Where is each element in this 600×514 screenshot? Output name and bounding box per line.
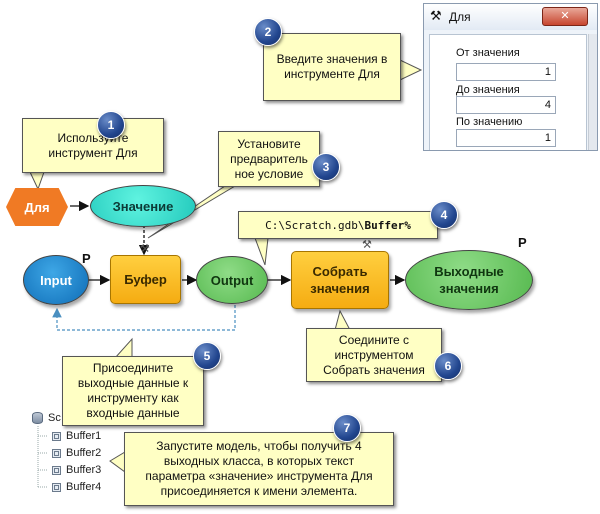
callout-6: Соедините с инструментом Собрать значени… xyxy=(306,328,442,382)
input-node[interactable]: Input xyxy=(23,255,89,305)
callout-4-path: C:\Scratch.gdb\ xyxy=(265,218,365,232)
callout-7: Запустите модель, чтобы получить 4 выход… xyxy=(124,432,394,506)
callout-1-text: Используйте инструмент Для xyxy=(48,131,137,161)
dialog-titlebar: ⚒ Для ✕ xyxy=(424,4,597,30)
value-node[interactable]: Значение xyxy=(90,185,196,227)
buffer-tool-node[interactable]: Буфер xyxy=(110,255,181,304)
collect-values-tool-node[interactable]: Собрать значения xyxy=(291,251,389,309)
tree-item[interactable]: Buffer3 xyxy=(52,463,101,477)
step-badge-4: 4 xyxy=(430,201,458,229)
callout-4-text: C:\Scratch.gdb\Buffer% xyxy=(265,218,411,233)
feature-class-icon xyxy=(52,448,61,458)
callout-2: Введите значения в инструменте Для xyxy=(263,33,401,101)
tree-item[interactable]: Buffer4 xyxy=(52,480,101,494)
value-label: Значение xyxy=(112,198,174,214)
callout-5: Присоедините выходные данные к инструмен… xyxy=(62,356,204,426)
tree-item-label: Buffer2 xyxy=(66,447,102,459)
tree-item-label: Buffer3 xyxy=(66,464,102,476)
tree-root-label: Sc xyxy=(48,412,61,424)
callout-7-line: параметра «значение» инструмента Для xyxy=(145,469,373,483)
callout-6-line: Собрать значения xyxy=(323,362,425,377)
input-p-marker: P xyxy=(82,251,91,266)
param-input-from[interactable] xyxy=(456,63,556,81)
callout-6-line: инструментом xyxy=(334,347,414,362)
dialog-scrollbar[interactable] xyxy=(588,34,597,150)
feature-class-icon xyxy=(52,465,61,475)
callout-1: Используйте инструмент Для xyxy=(22,118,164,173)
for-tool-label: Для xyxy=(24,199,50,215)
callout-7-text: Запустите модель, чтобы получить 4 выход… xyxy=(145,439,372,499)
param-input-by[interactable] xyxy=(456,129,556,147)
callout-5-line: Присоедините xyxy=(92,361,174,375)
callout-3-line: ное условие xyxy=(234,166,304,181)
feature-class-icon xyxy=(52,482,61,492)
for-tool-dialog: ⚒ Для ✕ От значения До значения По значе… xyxy=(423,3,598,151)
collect-hammer-icon: ⚒ xyxy=(362,239,372,251)
close-button[interactable]: ✕ xyxy=(542,7,588,26)
output-values-label: Выходные значения xyxy=(434,264,504,296)
callout-7-line: выходных класса, в которых текст xyxy=(163,454,355,468)
callout-3-line: Установите xyxy=(237,136,301,151)
buffer-hammer-icon: ⚒ xyxy=(140,243,150,255)
hammer-icon: ⚒ xyxy=(430,8,442,23)
callout-2-line: Введите значения в xyxy=(276,52,388,66)
dialog-title: Для xyxy=(449,10,471,24)
callout-5-line: инструменту как xyxy=(87,391,179,405)
callout-4-pointer xyxy=(254,237,269,266)
callout-6-text: Соедините с инструментом Собрать значени… xyxy=(323,333,425,378)
param-label-to: До значения xyxy=(456,84,520,96)
close-icon: ✕ xyxy=(560,10,570,22)
feature-class-icon xyxy=(52,431,61,441)
callout-6-line: Соедините с xyxy=(338,332,410,347)
callout-4-path-bold: Buffer% xyxy=(364,218,411,232)
collect-values-label: Собрать значения xyxy=(310,264,370,296)
callout-4: C:\Scratch.gdb\Buffer% xyxy=(238,211,438,239)
callout-1-line: Используйте xyxy=(57,130,129,145)
step-badge-3: 3 xyxy=(312,153,340,181)
step-badge-1: 1 xyxy=(97,111,125,139)
output-values-p-marker: P xyxy=(518,235,527,250)
input-label: Input xyxy=(40,272,72,288)
output-label: Output xyxy=(210,272,254,288)
callout-3-text: Установите предваритель ное условие xyxy=(230,137,308,182)
step-badge-2: 2 xyxy=(254,18,282,46)
step-badge-6: 6 xyxy=(434,352,462,380)
tree-item[interactable]: Buffer2 xyxy=(52,446,101,460)
param-label-by: По значению xyxy=(456,116,523,128)
step-badge-7: 7 xyxy=(333,414,361,442)
for-tool-node[interactable]: Для xyxy=(6,188,68,226)
geodatabase-icon xyxy=(32,412,43,424)
callout-2-pointer xyxy=(399,59,423,81)
tree-root[interactable]: Sc xyxy=(48,411,61,425)
callout-7-line: Запустите модель, чтобы получить 4 xyxy=(156,439,362,453)
callout-2-text: Введите значения в инструменте Для xyxy=(277,52,388,82)
callout-1-pointer xyxy=(29,171,45,191)
tree-item[interactable]: Buffer1 xyxy=(52,429,101,443)
callout-5-line: выходные данные к xyxy=(77,376,189,390)
buffer-label: Буфер xyxy=(124,272,167,287)
output-node[interactable]: Output xyxy=(196,256,268,304)
tree-lines xyxy=(37,426,48,488)
callout-7-line: присоединяется к имени элемента. xyxy=(160,484,358,498)
callout-7-pointer xyxy=(109,451,126,473)
param-label-from: От значения xyxy=(456,47,520,59)
callout-2-line: инструменте Для xyxy=(284,67,380,81)
link-feedback xyxy=(52,305,236,331)
output-values-node[interactable]: Выходные значения xyxy=(405,250,533,310)
callout-5-text: Присоедините выходные данные к инструмен… xyxy=(78,361,188,421)
step-badge-5: 5 xyxy=(193,342,221,370)
callout-5-line: входные данные xyxy=(86,406,180,420)
tree-item-label: Buffer4 xyxy=(66,481,102,493)
tree-item-label: Buffer1 xyxy=(66,430,102,442)
callout-1-line: инструмент Для xyxy=(48,145,138,160)
param-input-to[interactable] xyxy=(456,96,556,114)
callout-3: Установите предваритель ное условие xyxy=(218,131,320,187)
callout-3-line: предваритель xyxy=(230,151,308,166)
dialog-params-panel: От значения До значения По значению xyxy=(429,34,587,150)
